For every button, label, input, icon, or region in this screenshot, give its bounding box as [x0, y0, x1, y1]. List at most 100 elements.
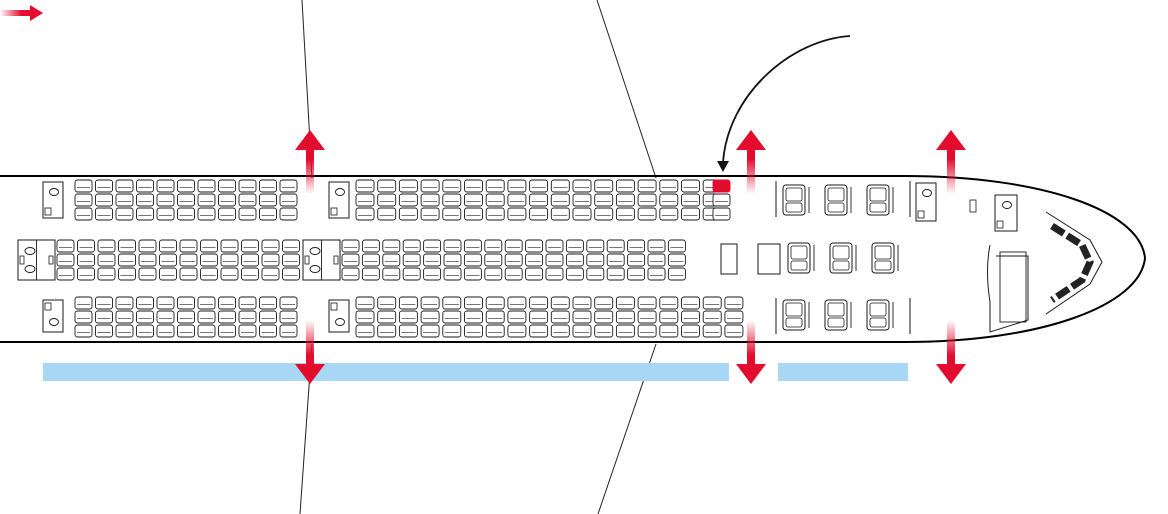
economy-seat	[667, 267, 686, 281]
economy-seat	[259, 179, 277, 193]
economy-seat	[398, 207, 418, 221]
economy-seat	[56, 253, 75, 267]
closet-unit	[720, 243, 738, 275]
economy-seat	[56, 267, 75, 281]
exit-arrow-icon	[936, 320, 966, 384]
economy-seat	[115, 207, 134, 221]
economy-seat	[115, 179, 134, 193]
economy-seat	[341, 239, 360, 253]
economy-seat	[550, 179, 570, 193]
economy-seat	[594, 310, 614, 324]
lavatory-icon	[994, 194, 1018, 232]
economy-seat	[586, 239, 605, 253]
economy-seat	[156, 310, 175, 324]
economy-seat	[565, 267, 584, 281]
economy-seat	[637, 296, 657, 310]
economy-seat	[377, 324, 397, 338]
business-seat	[824, 184, 852, 216]
economy-seat	[529, 179, 549, 193]
economy-seat	[504, 267, 523, 281]
economy-seat	[606, 239, 625, 253]
economy-seat	[282, 239, 300, 253]
economy-seat	[218, 193, 236, 207]
economy-seat	[507, 179, 527, 193]
economy-seat	[420, 296, 440, 310]
economy-seat	[594, 324, 614, 338]
economy-seat	[420, 193, 440, 207]
economy-seat	[504, 253, 523, 267]
economy-seat	[261, 239, 280, 253]
economy-seat	[463, 239, 482, 253]
economy-seat	[377, 193, 397, 207]
economy-seat	[637, 207, 657, 221]
economy-seat	[420, 207, 440, 221]
economy-seat	[398, 296, 418, 310]
economy-seat	[156, 179, 175, 193]
economy-seat	[402, 253, 421, 267]
economy-seat	[463, 267, 482, 281]
economy-seat	[218, 310, 236, 324]
economy-seat	[238, 207, 257, 221]
economy-seat	[572, 179, 592, 193]
economy-seat	[529, 207, 549, 221]
economy-seat	[647, 239, 666, 253]
economy-seat	[259, 310, 277, 324]
economy-seat	[261, 253, 280, 267]
cockpit-door	[999, 251, 1027, 323]
economy-seat	[637, 179, 657, 193]
business-seat	[866, 299, 894, 331]
economy-seat	[398, 179, 418, 193]
economy-seat	[485, 193, 505, 207]
wing-walkway-strip	[43, 363, 729, 381]
economy-seat	[586, 253, 605, 267]
economy-seat	[565, 253, 584, 267]
economy-seat	[443, 253, 462, 267]
economy-seat	[136, 310, 154, 324]
economy-seat	[507, 324, 527, 338]
economy-seat	[594, 296, 614, 310]
economy-seat	[115, 296, 134, 310]
galley-icon	[17, 239, 56, 281]
economy-seat	[77, 239, 95, 253]
economy-seat	[529, 193, 549, 207]
economy-seat	[712, 193, 731, 207]
economy-seat	[443, 267, 462, 281]
economy-seat	[355, 179, 375, 193]
economy-seat	[377, 179, 397, 193]
economy-seat	[95, 179, 113, 193]
economy-seat	[525, 253, 544, 267]
economy-seat	[659, 324, 679, 338]
economy-seat	[361, 253, 380, 267]
economy-seat	[197, 179, 216, 193]
economy-seat	[136, 324, 154, 338]
business-seat	[787, 242, 815, 274]
economy-seat	[97, 253, 116, 267]
economy-seat	[545, 253, 564, 267]
economy-seat	[485, 310, 505, 324]
economy-seat	[420, 179, 440, 193]
economy-seat	[197, 310, 216, 324]
economy-seat	[159, 267, 177, 281]
economy-seat	[136, 296, 154, 310]
economy-seat	[156, 324, 175, 338]
economy-seat	[200, 253, 218, 267]
economy-seat	[572, 310, 592, 324]
economy-seat	[627, 239, 646, 253]
economy-seat	[594, 207, 614, 221]
windshield-frame	[1045, 211, 1103, 315]
economy-seat	[627, 267, 646, 281]
economy-seat	[156, 296, 175, 310]
economy-seat	[464, 310, 483, 324]
economy-seat	[355, 296, 375, 310]
economy-seat	[637, 324, 657, 338]
economy-seat	[382, 239, 401, 253]
economy-seat	[156, 207, 175, 221]
economy-seat	[259, 296, 277, 310]
economy-seat	[529, 310, 549, 324]
economy-seat	[442, 310, 462, 324]
economy-seat	[177, 310, 195, 324]
economy-seat	[463, 253, 482, 267]
economy-seat	[377, 310, 397, 324]
economy-seat	[159, 253, 177, 267]
economy-seat	[442, 324, 462, 338]
